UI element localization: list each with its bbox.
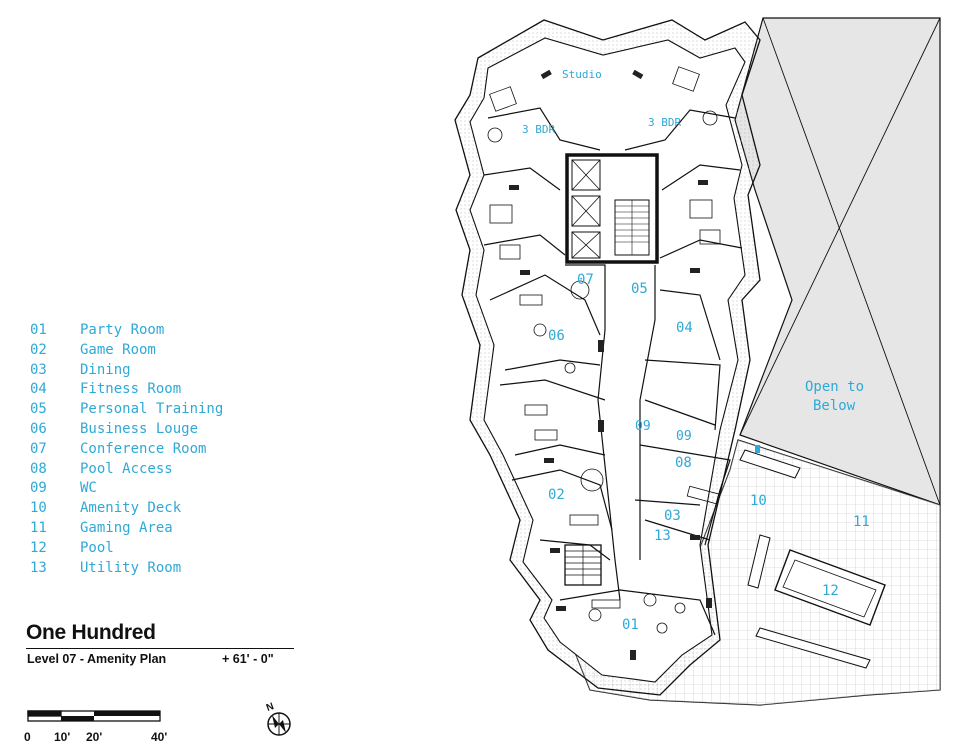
north-arrow-icon: N (265, 701, 291, 736)
north-label: N (265, 701, 276, 714)
label-room-08: 08 (675, 455, 692, 471)
legend-item: 05 Personal Training (30, 400, 290, 420)
legend-number: 05 (30, 401, 47, 418)
legend-number: 11 (30, 519, 47, 536)
deck-planters (739, 449, 871, 669)
legend-number: 12 (30, 539, 47, 556)
open-to-below-area (734, 17, 941, 506)
legend-room-name: WC (80, 480, 97, 497)
legend-item: 11 Gaming Area (30, 519, 290, 539)
legend-number: 08 (30, 460, 47, 477)
legend-room-name: Personal Training (80, 401, 224, 418)
label-room-09b: 09 (676, 429, 692, 444)
label-room-12: 12 (822, 583, 839, 599)
legend-number: 06 (30, 420, 47, 437)
label-room-06: 06 (548, 328, 565, 344)
elevation-label: + 61' - 0" (222, 652, 274, 666)
legend-number: 02 (30, 341, 47, 358)
structural-columns (509, 69, 760, 660)
building-exterior-band (454, 19, 761, 696)
label-room-04: 04 (676, 320, 693, 336)
legend-room-name: Pool (80, 539, 114, 556)
legend-number: 07 (30, 440, 47, 457)
legend-room-name: Dining (80, 361, 131, 378)
legend-number: 13 (30, 559, 47, 576)
label-open-below-1: Open to (805, 379, 864, 395)
label-room-10: 10 (750, 493, 767, 509)
legend-item: 01 Party Room (30, 321, 290, 341)
legend-item: 03 Dining (30, 361, 290, 381)
legend-room-name: Business Louge (80, 420, 199, 437)
room-legend: 01 Party Room 02 Game Room 03 Dining 04 Fitness… (30, 321, 290, 578)
legend-item: 02 Game Room (30, 341, 290, 361)
legend-room-name: Amenity Deck (80, 500, 182, 517)
legend-item: 07 Conference Room (30, 440, 290, 460)
legend-number: 01 (30, 322, 47, 338)
scale-tick-0: 0 (24, 730, 31, 744)
legend-item: 13 Utility Room (30, 559, 290, 579)
legend-room-name: Fitness Room (80, 381, 182, 398)
scale-tick-40: 40' (151, 730, 167, 744)
interior-walls (483, 107, 743, 636)
legend-number: 03 (30, 361, 47, 378)
scale-bar: 0 10' 20' 40' (24, 710, 167, 744)
label-room-05: 05 (631, 281, 648, 297)
label-room-02: 02 (548, 487, 565, 503)
legend-number: 09 (30, 480, 47, 497)
scale-tick-10: 10' (54, 730, 70, 744)
legend-item: 06 Business Louge (30, 420, 290, 440)
label-3bdr-right: 3 BDR (648, 116, 681, 129)
plan-name: Level 07 - Amenity Plan (27, 652, 167, 666)
furniture (487, 66, 721, 634)
lower-stair (564, 544, 602, 586)
label-studio: Studio (562, 68, 602, 81)
legend-item: 09 WC (30, 479, 290, 499)
legend-room-name: Utility Room (80, 559, 182, 576)
label-room-07: 07 (577, 272, 594, 288)
label-room-01: 01 (622, 617, 639, 633)
project-title: One Hundred (26, 621, 156, 644)
scale-tick-20: 20' (86, 730, 102, 744)
subtitle-row: Level 07 - Amenity Plan + 61' - 0" (26, 652, 294, 668)
label-room-03: 03 (664, 508, 681, 524)
legend-item: 10 Amenity Deck (30, 499, 290, 519)
label-3bdr-left: 3 BDR (522, 123, 555, 136)
legend-room-name: Pool Access (80, 460, 173, 477)
legend-item: 12 Pool (30, 539, 290, 559)
legend-room-name: Gaming Area (80, 519, 173, 536)
legend-room-name: Conference Room (80, 440, 207, 457)
label-room-09a: 09 (635, 419, 651, 434)
label-open-below-2: Below (813, 398, 856, 414)
title-block: One Hundred Level 07 - Amenity Plan + 61… (26, 621, 294, 668)
label-room-13: 13 (654, 528, 671, 544)
legend-item: 04 Fitness Room (30, 380, 290, 400)
label-room-11: 11 (853, 514, 870, 530)
legend-room-name: Party Room (80, 322, 165, 338)
room-labels: Studio 3 BDR 3 BDR Open to Below 01 02 0… (522, 68, 870, 633)
pool (774, 549, 886, 626)
legend-room-name: Game Room (80, 341, 156, 358)
legend-item: 08 Pool Access (30, 460, 290, 480)
building-core (565, 153, 659, 264)
legend-number: 10 (30, 500, 47, 517)
legend-number: 04 (30, 381, 47, 398)
title-rule (26, 648, 294, 649)
